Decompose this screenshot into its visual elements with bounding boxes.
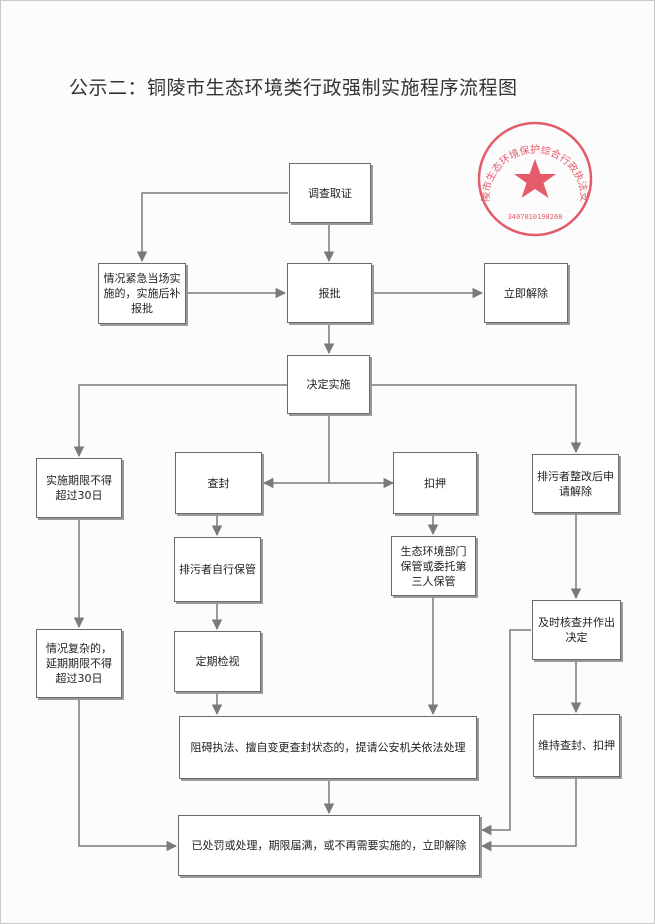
edge-decide-rectify (370, 384, 582, 454)
node-final-release: 已处罚或处理，期限届满，或不再需要实施的，立即解除 (178, 815, 480, 876)
node-inspect: 定期检视 (174, 631, 261, 692)
node-emergency: 情况紧急当场实施的，实施后补报批 (98, 263, 186, 324)
node-agency-keep: 生态环境部门保管或委托第三人保管 (391, 536, 476, 596)
node-investigate: 调查取证 (289, 163, 371, 223)
node-maintain: 维持查封、扣押 (533, 714, 620, 777)
node-rectify: 排污者整改后申请解除 (532, 454, 619, 513)
edge-maintain-final (480, 777, 577, 852)
node-limit30: 实施期限不得超过30日 (36, 458, 122, 518)
node-seal-up: 查封 (175, 452, 262, 514)
node-extend: 情况复杂的，延期期限不得超过30日 (36, 629, 122, 698)
edge-decide-limit30 (73, 384, 287, 458)
edge-verify-final (480, 629, 531, 836)
node-self-keep: 排污者自行保管 (174, 537, 261, 602)
seal-code: 3407010198268 (508, 213, 563, 221)
seal-star-icon (514, 159, 556, 198)
page-title: 公示二：铜陵市生态环境类行政强制实施程序流程图 (69, 77, 518, 99)
node-decide: 决定实施 (287, 355, 370, 414)
node-approve: 报批 (287, 263, 372, 323)
edge-extend-final (78, 698, 178, 852)
node-verify: 及时核查并作出决定 (532, 600, 621, 660)
edge-investigate-emergency (136, 192, 288, 263)
node-release-now: 立即解除 (484, 263, 568, 323)
node-obstruct: 阻碍执法、擅自变更查封状态的，提请公安机关依法处理 (179, 716, 477, 779)
node-detain: 扣押 (393, 452, 477, 514)
official-seal: 铜陵市生态环境保护综合行政执法支队 3407010198268 (467, 119, 593, 237)
